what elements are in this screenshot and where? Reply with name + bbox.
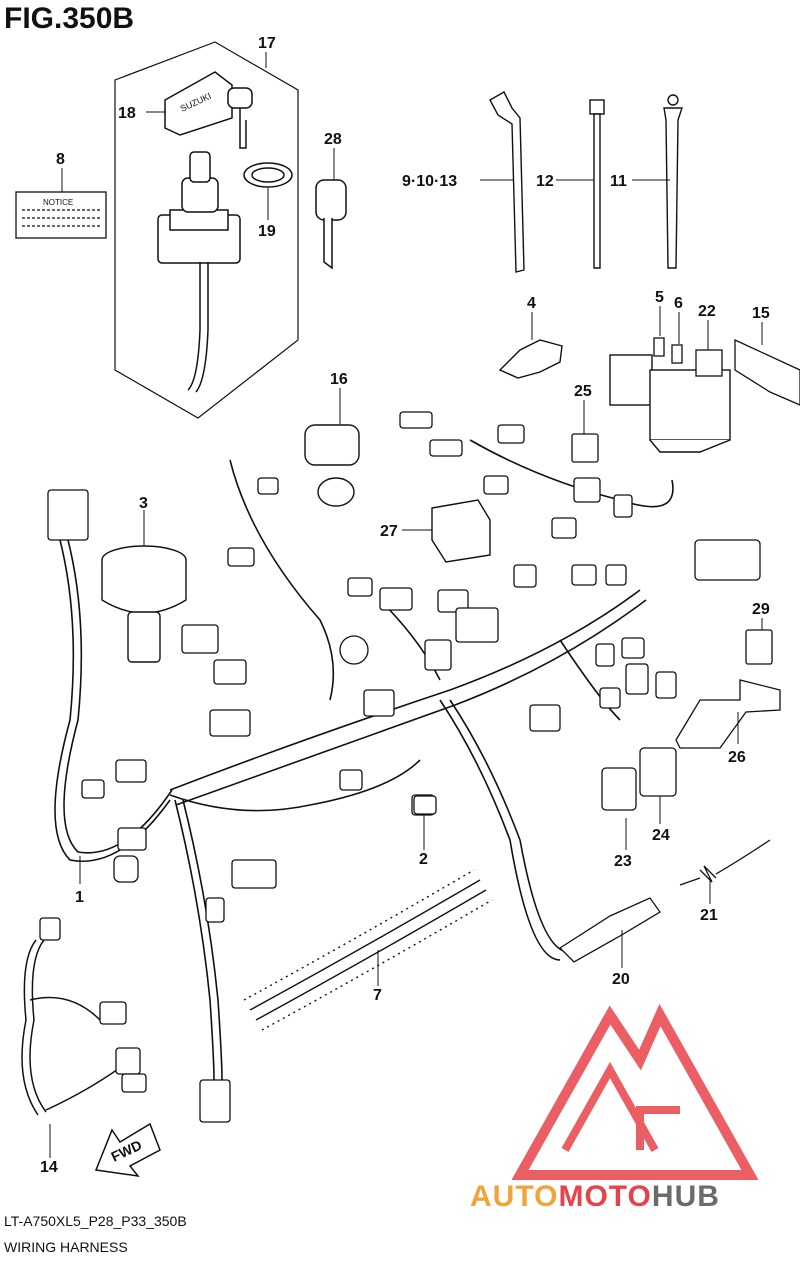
notice-label-text: NOTICE [43,198,73,207]
callout-4: 4 [527,295,536,312]
callout-22: 22 [698,303,716,320]
sub-harness [21,939,129,1116]
callout-26: 26 [728,749,746,766]
cap-2 [413,795,437,815]
callout-6: 6 [674,295,683,312]
callout-12: 12 [536,173,554,190]
leader-lines [49,52,763,1158]
callout-18: 18 [118,105,136,122]
ignition-switch [157,151,241,393]
callout-8: 8 [56,151,65,168]
watermark-wordmark: AUTOMOTOHUB [470,1180,720,1214]
ignition-key-a [227,87,253,149]
watermark-part-hub: HUB [651,1180,720,1213]
connector-23 [601,767,637,811]
regulator [431,499,491,563]
callout-23: 23 [614,853,632,870]
corrugated-tube [243,869,493,1031]
callout-29: 29 [752,601,770,618]
connector-24 [639,747,677,797]
watermark-part-auto: AUTO [470,1180,559,1213]
callout-1: 1 [75,889,84,906]
watermark-part-moto: MOTO [558,1180,652,1213]
relay-22 [695,349,723,377]
grommet-boot [101,545,187,663]
callout-28: 28 [324,131,342,148]
fuse-5 [653,337,665,357]
watermark-emblem [511,1003,759,1180]
ignition-cover: SUZUKI [164,71,233,136]
lock-ring [243,162,293,188]
ignition-switch-kit-box [114,41,299,419]
notice-label-plate [15,191,107,239]
callout-24: 24 [652,827,670,844]
fuse-6 [671,344,683,364]
fuse-box [609,354,731,453]
figure-caption: WIRING HARNESS [4,1239,128,1255]
callout-7: 7 [373,987,382,1004]
harness-connectors [47,411,761,1123]
cable-tie-11 [663,94,683,269]
main-wiring-harness [54,439,674,1081]
callout-9-10-13: 9·10·13 [402,173,457,190]
callout-16: 16 [330,371,348,388]
connector-29 [745,629,773,665]
callout-15: 15 [752,305,770,322]
spare-key [315,179,347,270]
figure-code: LT-A750XL5_P28_P33_350B [4,1213,187,1229]
callout-19: 19 [258,223,276,240]
spring-21 [679,839,771,886]
callout-5: 5 [655,289,664,306]
callout-11: 11 [610,173,627,190]
connector-25 [571,433,599,463]
cable-tie-9 [489,91,525,273]
power-outlet [304,424,360,507]
callout-14: 14 [40,1159,58,1176]
bracket-26 [675,679,781,749]
figure-title: FIG.350B [4,2,135,35]
callout-2: 2 [419,851,428,868]
fwd-arrow [94,1122,161,1178]
terminal-boot [498,339,563,379]
callout-20: 20 [612,971,630,988]
callout-17: 17 [258,35,276,52]
callout-27: 27 [380,523,398,540]
sub-harness-connectors [39,917,147,1093]
callout-25: 25 [574,383,592,400]
callout-3: 3 [139,495,148,512]
fuse-bracket-15 [734,338,800,406]
cable-tie-12 [589,99,605,269]
callout-21: 21 [700,907,718,924]
sensor-20 [558,897,661,963]
